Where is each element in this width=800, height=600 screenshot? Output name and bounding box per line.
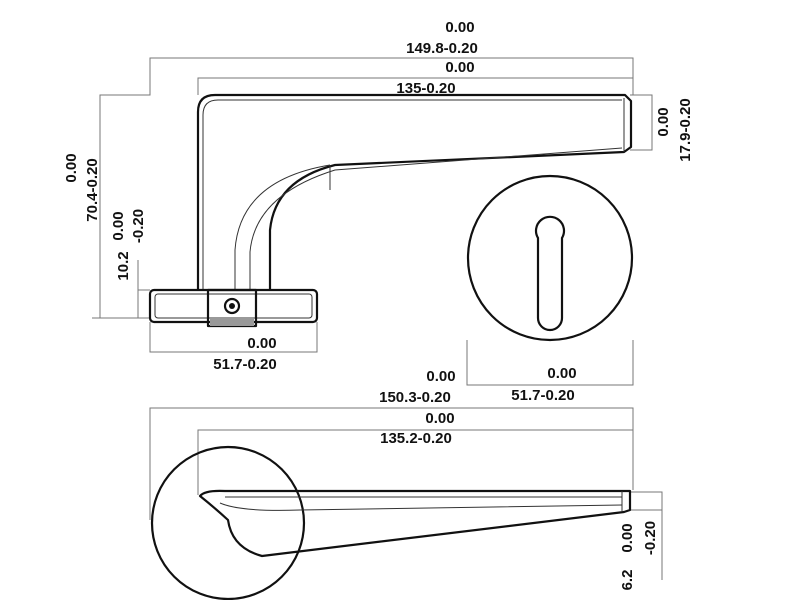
tip-thickness-tolerance-lower: -0.20 (642, 521, 659, 555)
escutcheon-keyhole-rose (466, 174, 634, 386)
overall-height-tolerance: 0.00 (63, 153, 80, 182)
tip-thickness-value: 6.2 (619, 570, 636, 591)
side-lever-length-tolerance: 0.00 (425, 410, 454, 427)
side-overall-length-dimension-line (149, 407, 634, 520)
escutcheon-diameter-tolerance: 0.00 (547, 365, 576, 382)
overall-height-value: 70.4-0.20 (84, 158, 101, 221)
rose-height-tolerance-lower: -0.20 (130, 209, 147, 243)
side-overall-length-tolerance: 0.00 (426, 368, 455, 385)
side-overall-length-value: 150.3-0.20 (379, 389, 451, 406)
top-view-dimensions (92, 57, 653, 353)
escutcheon-diameter-value: 51.7-0.20 (511, 387, 574, 404)
rose-height-tolerance-upper: 0.00 (110, 211, 127, 240)
rose-diameter-value: 51.7-0.20 (213, 356, 276, 373)
overall-length-dimension-line (99, 57, 634, 318)
overall-length-tolerance: 0.00 (445, 19, 474, 36)
overall-length-value: 149.8-0.20 (406, 40, 478, 57)
tip-thickness-dimension-line (630, 491, 663, 580)
side-lever-length-dimension-line (197, 429, 633, 495)
rose-diameter-dimension-line (149, 322, 318, 353)
side-view-dimensions (149, 407, 663, 580)
grub-screw-icon (223, 297, 241, 315)
keyhole-icon (534, 215, 566, 332)
lever-handle-side-view (150, 445, 632, 600)
tip-thickness-tolerance-upper: 0.00 (619, 523, 636, 552)
escutcheon-diameter-dimension-line (466, 340, 634, 386)
lever-length-tolerance: 0.00 (445, 59, 474, 76)
tip-height-value: 17.9-0.20 (677, 98, 694, 161)
tip-height-dimension-line (630, 94, 653, 151)
lever-length-dimension-line (197, 77, 633, 95)
tip-height-tolerance: 0.00 (655, 107, 672, 136)
rose-height-value: 10.2 (115, 251, 132, 280)
rose-diameter-tolerance: 0.00 (247, 335, 276, 352)
side-lever-length-value: 135.2-0.20 (380, 430, 452, 447)
lever-length-value: 135-0.20 (396, 80, 455, 97)
lever-handle-top-view (148, 93, 633, 328)
